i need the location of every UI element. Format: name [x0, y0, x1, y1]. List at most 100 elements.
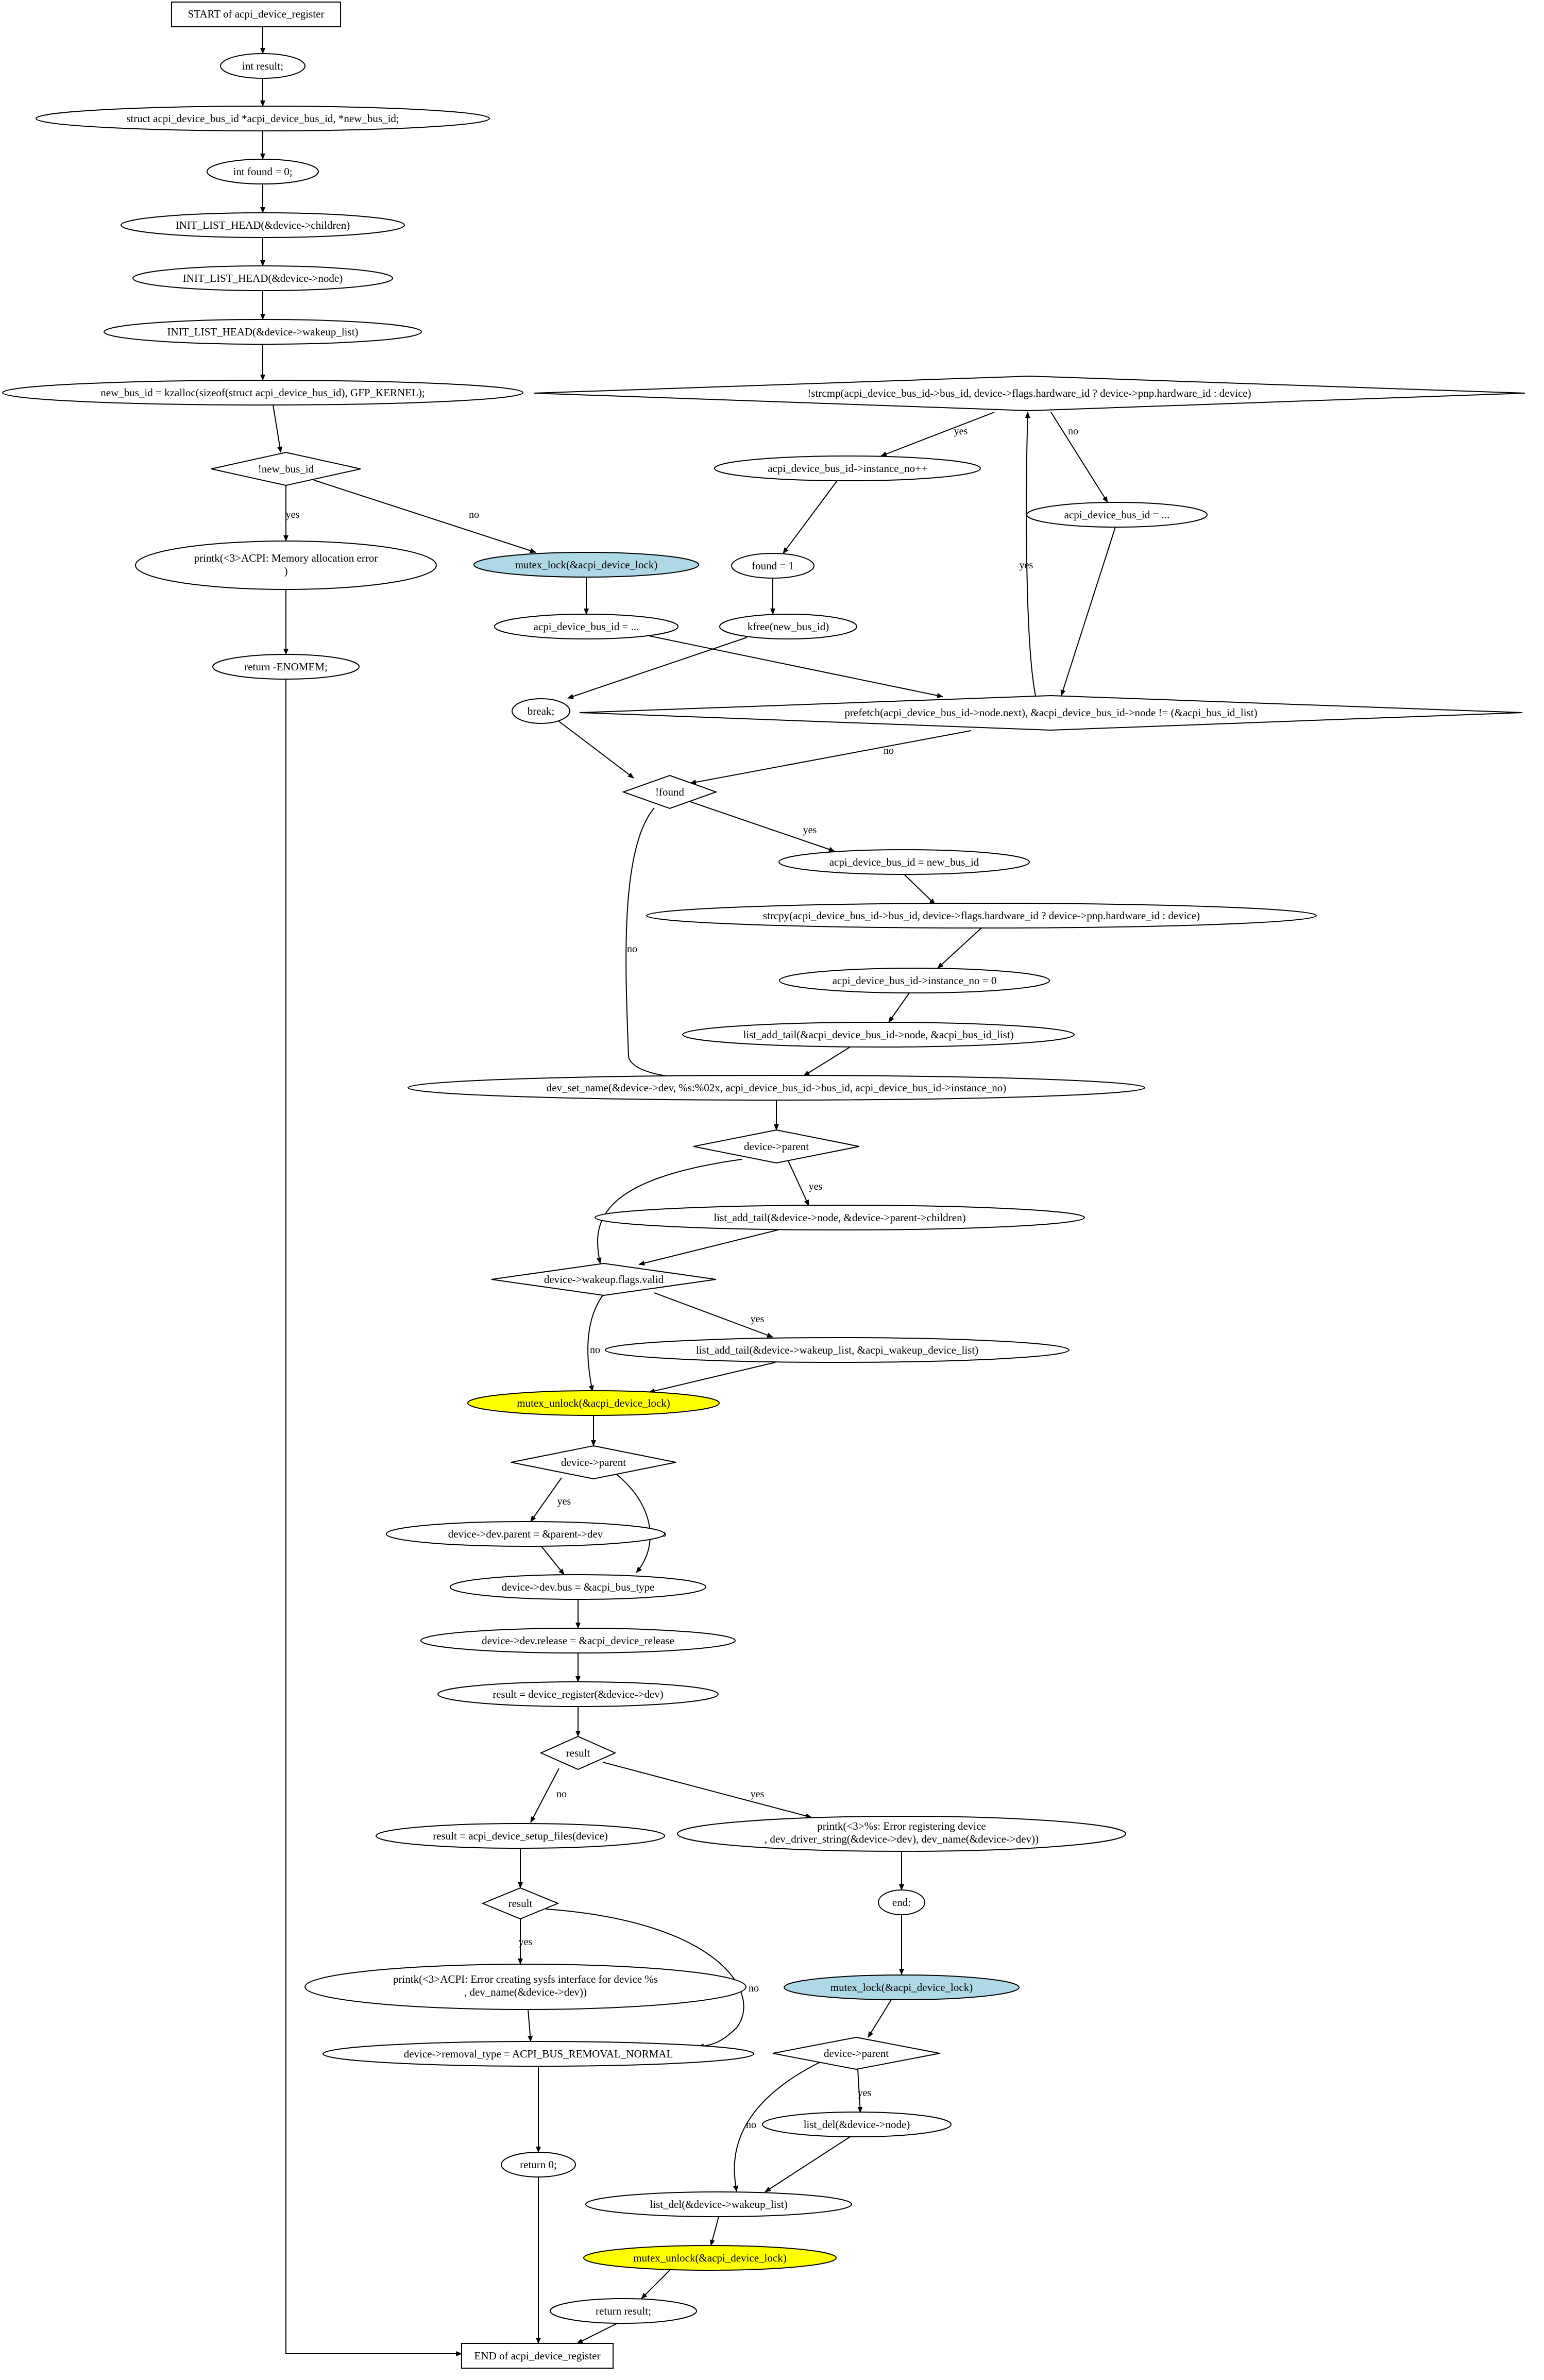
- node-n16: acpi_device_bus_id = new_bus_id: [778, 849, 1030, 875]
- label-d10-yes: yes: [858, 2087, 872, 2099]
- edge-d9-n31: [546, 1909, 744, 2049]
- edge-d10-n34: [733, 2060, 825, 2192]
- svg-text:return 0;: return 0;: [520, 2158, 557, 2171]
- svg-text:, dev_driver_string(&device->d: , dev_driver_string(&device->dev), dev_n…: [765, 1833, 1039, 1845]
- edge-n35-end: [576, 2322, 619, 2344]
- edge-unlock2-n35: [641, 2270, 670, 2299]
- svg-text:list_add_tail(&device->wakeup_: list_add_tail(&device->wakeup_list, &acp…: [696, 1344, 978, 1356]
- svg-text:printk(<3>ACPI: Error creating: printk(<3>ACPI: Error creating sysfs int…: [393, 1973, 658, 1985]
- node-n15: break;: [512, 698, 570, 724]
- node-d10: device->parent: [772, 2036, 940, 2070]
- node-n31: device->removal_type = ACPI_BUS_REMOVAL_…: [323, 2041, 754, 2067]
- node-n25: device->dev.release = &acpi_device_relea…: [420, 1628, 736, 1653]
- label-d8-no: no: [556, 1788, 567, 1800]
- edge-d4-n16: [690, 801, 835, 852]
- node-n29: end:: [878, 1889, 925, 1915]
- node-n35: return result;: [550, 2298, 697, 2324]
- node-d1: !new_bus_id: [211, 451, 361, 486]
- node-d2: !strcmp(acpi_device_bus_id->bus_id, devi…: [533, 375, 1525, 412]
- svg-text:device->parent: device->parent: [561, 1456, 626, 1468]
- node-n21: list_add_tail(&device->node, &device->pa…: [595, 1205, 1085, 1230]
- edge-n10-d3: [643, 634, 943, 698]
- edge-n22-unlock1: [649, 1362, 776, 1394]
- node-n27: result = acpi_device_setup_files(device): [376, 1823, 665, 1849]
- edge-n30-n31: [528, 2009, 533, 2042]
- edge-d8-n27: [530, 1768, 559, 1823]
- svg-text:list_del(&device->wakeup_list): list_del(&device->wakeup_list): [650, 2198, 787, 2210]
- node-n4: INIT_LIST_HEAD(&device->children): [121, 212, 405, 238]
- svg-text:!strcmp(acpi_device_bus_id->bu: !strcmp(acpi_device_bus_id->bus_id, devi…: [807, 387, 1251, 399]
- edge-lock2-d10: [868, 1999, 892, 2038]
- svg-text:acpi_device_bus_id->instance_n: acpi_device_bus_id->instance_no = 0: [833, 974, 997, 987]
- edge-d4-n20: [625, 807, 696, 1082]
- node-n30: printk(<3>ACPI: Error creating sysfs int…: [304, 1964, 746, 2010]
- svg-text:printk(<3>%s: Error registerin: printk(<3>%s: Error registering device: [817, 1820, 986, 1832]
- node-unlock1: mutex_unlock(&acpi_device_lock): [467, 1390, 720, 1416]
- svg-text:list_add_tail(&device->node, &: list_add_tail(&device->node, &device->pa…: [714, 1211, 965, 1224]
- label-d5-yes: yes: [809, 1181, 823, 1192]
- node-end: END of acpi_device_register: [461, 2343, 614, 2369]
- node-n26: result = device_register(&device->dev): [437, 1681, 719, 1707]
- svg-text:break;: break;: [528, 705, 554, 717]
- node-d9: result: [481, 1887, 559, 1920]
- node-n28: printk(<3>%s: Error registering device ,…: [677, 1816, 1126, 1852]
- label-d9-no: no: [749, 1983, 759, 1994]
- edge-n9-end: [285, 679, 462, 2356]
- svg-text:device->parent: device->parent: [744, 1140, 809, 1153]
- svg-text:device->wakeup.flags.valid: device->wakeup.flags.valid: [544, 1273, 664, 1286]
- node-n18: acpi_device_bus_id->instance_no = 0: [779, 968, 1050, 993]
- svg-text:mutex_unlock(&acpi_device_lock: mutex_unlock(&acpi_device_lock): [633, 2252, 786, 2264]
- svg-text:result: result: [566, 1747, 590, 1759]
- edge-d5-d6: [596, 1159, 742, 1264]
- node-n13: found = 1: [731, 553, 815, 579]
- label-d1-yes: yes: [286, 509, 300, 520]
- label-d2-no: no: [1068, 426, 1078, 437]
- svg-text:strcpy(acpi_device_bus_id->bus: strcpy(acpi_device_bus_id->bus_id, devic…: [763, 909, 1200, 922]
- svg-text:mutex_unlock(&acpi_device_lock: mutex_unlock(&acpi_device_lock): [517, 1397, 670, 1409]
- edge-d2-n11: [880, 412, 995, 457]
- svg-text:kfree(new_bus_id): kfree(new_bus_id): [748, 620, 829, 633]
- node-lock1: mutex_lock(&acpi_device_lock): [473, 552, 699, 578]
- edge-d7-n24: [615, 1473, 651, 1573]
- label-d6-no: no: [590, 1344, 600, 1356]
- label-d10-no: no: [746, 2119, 756, 2131]
- svg-text:!found: !found: [655, 786, 684, 798]
- edge-d6-unlock1: [587, 1295, 603, 1392]
- node-n12: acpi_device_bus_id = ...: [1026, 502, 1208, 528]
- node-n6: INIT_LIST_HEAD(&device->wakeup_list): [104, 319, 422, 345]
- node-n7: new_bus_id = kzalloc(sizeof(struct acpi_…: [2, 380, 523, 406]
- svg-text:device->dev.parent = &parent->: device->dev.parent = &parent->dev: [448, 1528, 603, 1540]
- node-n10: acpi_device_bus_id = ...: [494, 614, 678, 639]
- edge-n34-unlock2: [710, 2216, 719, 2246]
- edge-n21-d6: [638, 1229, 778, 1266]
- node-d5: device->parent: [693, 1129, 860, 1164]
- node-n11: acpi_device_bus_id->instance_no++: [714, 455, 981, 481]
- edge-n19-n20: [803, 1046, 851, 1076]
- edge-d3-d4-no: [690, 730, 972, 785]
- node-n8: printk(<3>ACPI: Memory allocation error …: [135, 541, 437, 590]
- node-n33: return 0;: [501, 2152, 576, 2178]
- node-d3: prefetch(acpi_device_bus_id->node.next),…: [579, 695, 1523, 731]
- svg-text:INIT_LIST_HEAD(&device->wakeup: INIT_LIST_HEAD(&device->wakeup_list): [167, 326, 358, 338]
- edge-n15-d4: [558, 721, 634, 779]
- node-n19: list_add_tail(&acpi_device_bus_id->node,…: [682, 1022, 1075, 1048]
- node-n1: int result;: [220, 53, 306, 79]
- svg-text:struct acpi_device_bus_id *acp: struct acpi_device_bus_id *acpi_device_b…: [126, 112, 399, 125]
- edge-d2-n12: [1050, 412, 1108, 503]
- svg-text:acpi_device_bus_id = ...: acpi_device_bus_id = ...: [1064, 509, 1170, 521]
- svg-text:return result;: return result;: [596, 2305, 651, 2317]
- node-unlock2: mutex_unlock(&acpi_device_lock): [583, 2245, 837, 2271]
- svg-text:device->removal_type = ACPI_BU: device->removal_type = ACPI_BUS_REMOVAL_…: [404, 2048, 673, 2060]
- svg-text:dev_set_name(&device->dev, %s:: dev_set_name(&device->dev, %s:%02x, acpi…: [547, 1082, 1007, 1094]
- node-d7: device->parent: [511, 1445, 676, 1480]
- svg-text:acpi_device_bus_id = new_bus_i: acpi_device_bus_id = new_bus_id: [829, 856, 979, 868]
- label-d4-no: no: [627, 943, 637, 955]
- svg-text:printk(<3>ACPI: Memory allocat: printk(<3>ACPI: Memory allocation error: [194, 552, 378, 564]
- edge-n12-d3: [1060, 527, 1116, 696]
- node-n34: list_del(&device->wakeup_list): [585, 2191, 852, 2217]
- svg-text:found = 1: found = 1: [752, 560, 794, 572]
- node-n32: list_del(&device->node): [762, 2112, 952, 2137]
- edge-d3-d2-yes: [1025, 412, 1036, 696]
- svg-text:end:: end:: [892, 1896, 911, 1909]
